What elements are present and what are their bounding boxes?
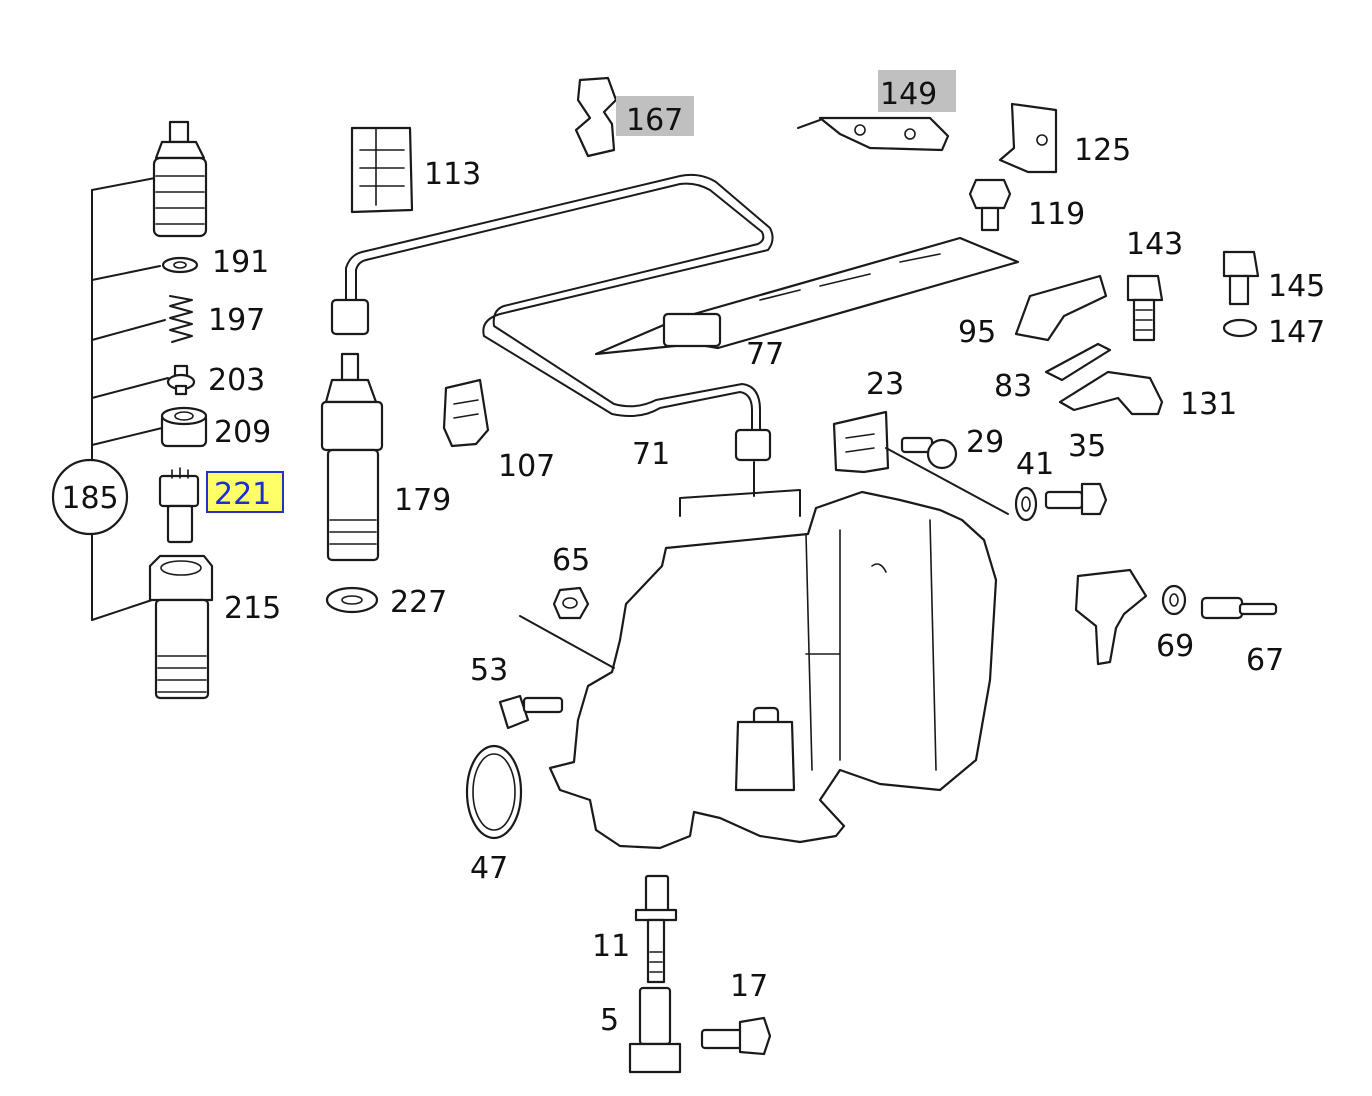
callout-65[interactable]: 65 (552, 543, 590, 578)
part-41-washer (1014, 486, 1038, 522)
part-65-nut (552, 586, 590, 620)
part-143-bolt (1126, 274, 1164, 342)
callout-107[interactable]: 107 (498, 449, 555, 484)
group-circle-185 (51, 458, 129, 536)
group-label-185: 185 (61, 481, 118, 516)
callout-179[interactable]: 179 (394, 483, 451, 518)
callout-215[interactable]: 215 (224, 591, 281, 626)
callout-29[interactable]: 29 (966, 425, 1004, 460)
bracket-71-pump (679, 489, 801, 517)
callout-131[interactable]: 131 (1180, 387, 1237, 422)
part-53-bolt (498, 694, 564, 730)
callout-191[interactable]: 191 (212, 245, 269, 280)
callout-203[interactable]: 203 (208, 363, 265, 398)
part-95-actuator (1014, 274, 1108, 342)
injector-top (152, 120, 208, 238)
part-209-sleeve (160, 406, 208, 448)
part-35-bolt (1044, 482, 1108, 516)
injection-pump-body (548, 461, 998, 850)
callout-47[interactable]: 47 (470, 851, 508, 886)
highlight-221 (206, 471, 284, 513)
part-221-nozzle (158, 467, 200, 544)
callout-35[interactable]: 35 (1068, 429, 1106, 464)
part-197-spring (169, 295, 193, 343)
callout-209[interactable]: 209 (214, 415, 271, 450)
part-67-bolt (1200, 596, 1278, 620)
callout-197[interactable]: 197 (208, 303, 265, 338)
part-179-injector (320, 352, 384, 562)
callout-167[interactable]: 167 (626, 103, 683, 138)
callout-23[interactable]: 23 (866, 367, 904, 402)
part-sensor (1074, 568, 1148, 666)
callout-17[interactable]: 17 (730, 969, 768, 1004)
callout-83[interactable]: 83 (994, 369, 1032, 404)
part-47-oring (465, 744, 523, 840)
highlight-167 (616, 96, 694, 136)
part-17-bolt (700, 1016, 772, 1056)
part-119-bolt (968, 178, 1012, 232)
callout-221[interactable]: 221 (214, 477, 271, 512)
injector-group-185: 185 (51, 120, 214, 700)
part-83-bracket (1044, 342, 1112, 382)
leader-65 (519, 615, 615, 669)
part-149-bracket (797, 116, 950, 152)
part-107-valve (442, 378, 490, 448)
callout-145[interactable]: 145 (1268, 269, 1325, 304)
callout-67[interactable]: 67 (1246, 643, 1284, 678)
callout-labels: 191 197 203 209 221 215 113 179 227 107 … (208, 77, 1325, 1038)
callout-125[interactable]: 125 (1074, 133, 1131, 168)
callout-119[interactable]: 119 (1028, 197, 1085, 232)
part-5-fitting (628, 986, 682, 1074)
callout-113[interactable]: 113 (424, 157, 481, 192)
callout-11[interactable]: 11 (592, 929, 630, 964)
part-29-bolt (900, 436, 958, 470)
part-147-washer (1222, 318, 1258, 338)
part-215-nut (148, 554, 214, 700)
callout-149[interactable]: 149 (880, 77, 937, 112)
part-131-bracket (1058, 370, 1164, 416)
callout-53[interactable]: 53 (470, 653, 508, 688)
part-145-bolt (1222, 250, 1260, 306)
fuel-line-fitting-left (330, 298, 370, 336)
part-227-washer (325, 586, 379, 614)
callout-227[interactable]: 227 (390, 585, 447, 620)
part-125-bracket (998, 102, 1058, 174)
callout-5[interactable]: 5 (600, 1003, 619, 1038)
part-203-pin (166, 364, 196, 396)
part-23-bracket (832, 410, 890, 474)
part-71-fuel-lines (330, 173, 774, 462)
highlight-149 (878, 70, 956, 112)
part-69-washer (1161, 584, 1187, 616)
part-167-clip (574, 76, 618, 158)
part-113-clamp (350, 126, 414, 214)
part-77-bracket-plate (594, 236, 1020, 356)
callout-71[interactable]: 71 (632, 437, 670, 472)
part-11-stud (634, 874, 678, 984)
part-191-washer (161, 256, 199, 274)
callout-69[interactable]: 69 (1156, 629, 1194, 664)
callout-143[interactable]: 143 (1126, 227, 1183, 262)
callout-147[interactable]: 147 (1268, 315, 1325, 350)
callout-41[interactable]: 41 (1016, 447, 1054, 482)
leader-29-41 (885, 447, 1009, 515)
callout-77[interactable]: 77 (746, 337, 784, 372)
fuel-line-fitting-right (734, 428, 772, 462)
callout-95[interactable]: 95 (958, 315, 996, 350)
